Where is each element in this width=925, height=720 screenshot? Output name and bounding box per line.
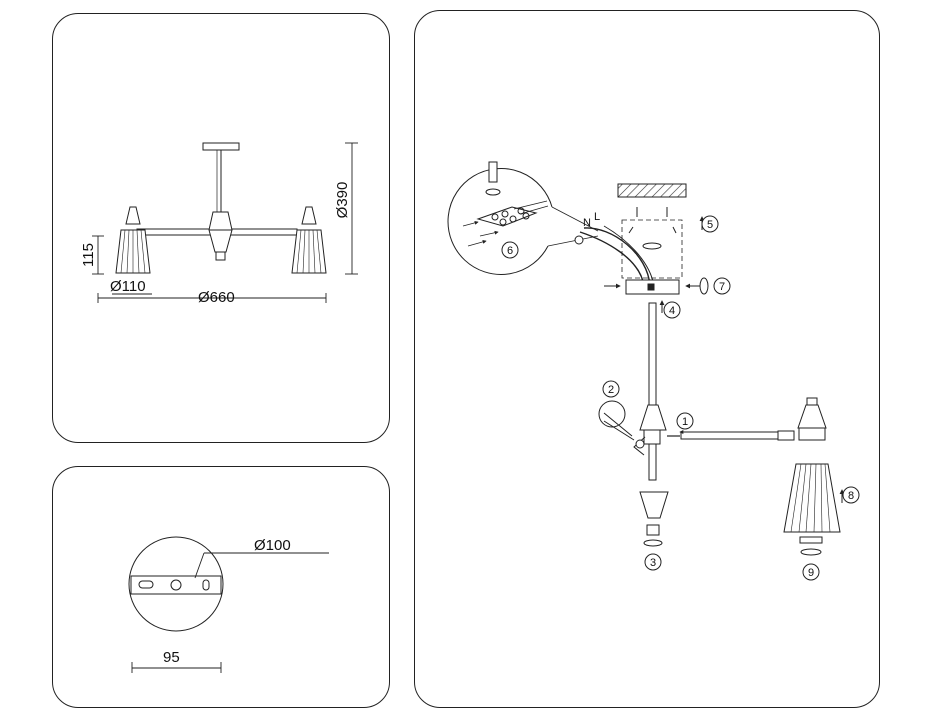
step-marker-6: 6 (501, 241, 519, 259)
step-marker-3: 3 (644, 553, 662, 571)
shade-diameter-label: Ø110 (110, 278, 146, 295)
assembly-panel (414, 10, 880, 708)
ceiling-mount (574, 183, 709, 313)
step-marker-5: 5 (701, 215, 719, 233)
step-marker-8: 8 (842, 486, 860, 504)
plate-width-label: 95 (163, 649, 180, 666)
svg-text:4: 4 (669, 305, 675, 317)
canopy-diameter-label: Ø100 (254, 537, 291, 554)
step-marker-7: 7 (713, 277, 731, 295)
total-width-label: Ø660 (198, 289, 235, 306)
svg-text:7: 7 (719, 281, 725, 293)
height-dimension-label: Ø390 (334, 182, 351, 219)
svg-text:6: 6 (507, 245, 513, 257)
shade-height-label: 115 (80, 243, 97, 267)
lamp-holder-and-shade (783, 397, 845, 556)
svg-text:1: 1 (682, 416, 688, 428)
dimension-lines (92, 142, 358, 303)
svg-text:3: 3 (650, 557, 656, 569)
step-marker-4: 4 (663, 301, 681, 319)
svg-text:8: 8 (848, 490, 854, 502)
step-marker-9: 9 (802, 563, 820, 581)
wiring-detail-view (447, 161, 599, 275)
wire-label-neutral: N (583, 217, 591, 229)
chandelier-front-view (115, 142, 327, 274)
svg-text:5: 5 (707, 219, 713, 231)
step-marker-1: 1 (676, 412, 694, 430)
svg-text:2: 2 (608, 384, 614, 396)
svg-text:9: 9 (808, 567, 814, 579)
canopy-plate-view (128, 536, 329, 673)
step-marker-2: 2 (602, 380, 620, 398)
stem-and-body (598, 302, 795, 547)
wire-label-live: L (594, 211, 600, 223)
